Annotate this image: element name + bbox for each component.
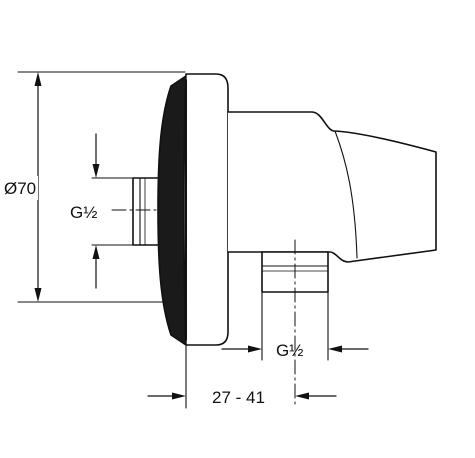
arrow-down-icon xyxy=(34,288,42,302)
inlet-thread-label: G½ xyxy=(70,203,97,222)
outlet-thread-dimension xyxy=(221,291,369,361)
arrow-up-icon xyxy=(34,72,42,86)
projection-label: 27 - 41 xyxy=(212,388,265,407)
arrow-down-icon xyxy=(92,164,100,178)
diameter-label: Ø70 xyxy=(4,179,36,198)
outlet-thread-label: G½ xyxy=(276,341,303,360)
body-ridge xyxy=(334,130,358,259)
arrow-right-icon xyxy=(172,392,186,400)
arrow-left-icon xyxy=(295,392,309,400)
elbow-body xyxy=(227,111,437,263)
rosette-flange xyxy=(183,73,229,346)
arrow-left-icon xyxy=(328,345,342,353)
arrow-up-icon xyxy=(92,245,100,259)
diameter-label-backing xyxy=(2,176,38,200)
seal-ring xyxy=(157,75,187,346)
projection-dimension xyxy=(147,344,337,409)
arrow-right-icon xyxy=(248,345,262,353)
inlet-thread-dimension xyxy=(91,133,134,289)
